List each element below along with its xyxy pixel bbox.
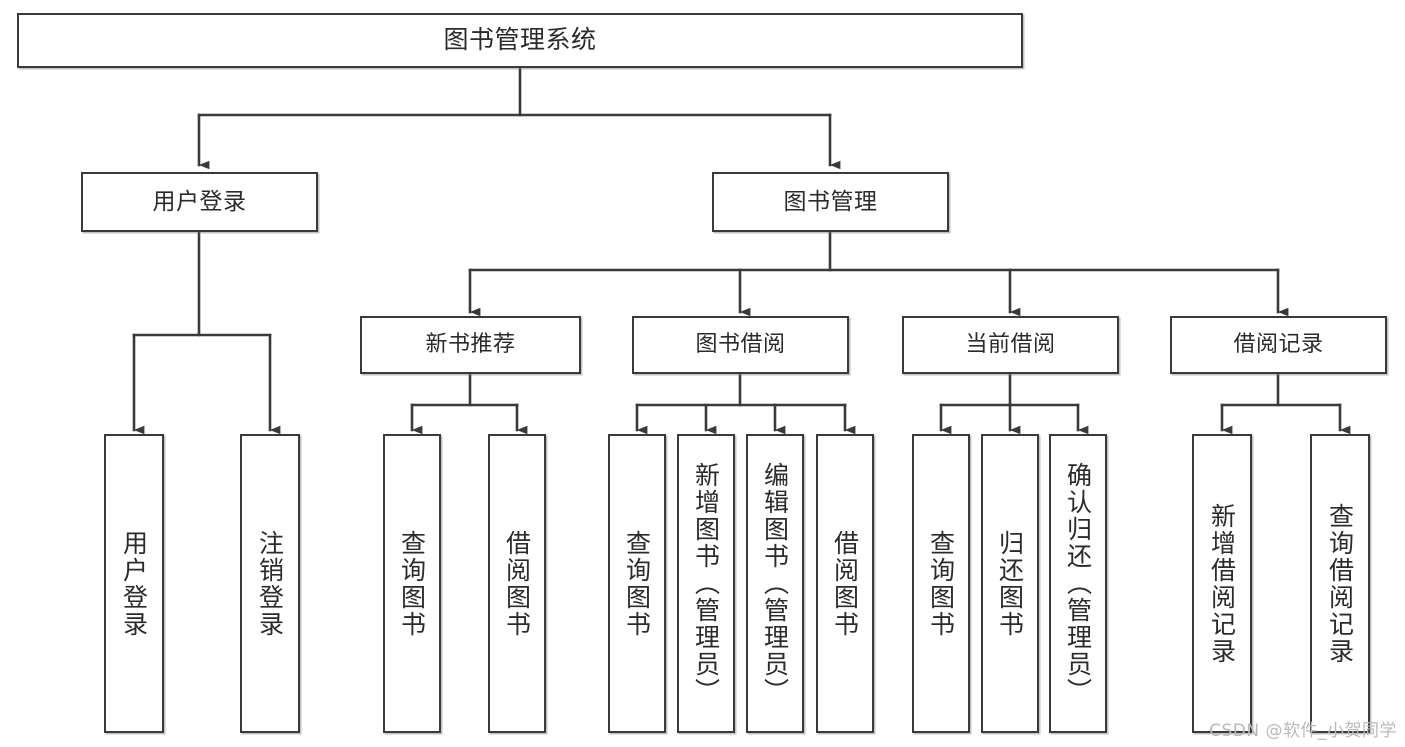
node-label: 确认归还（管理员）	[1063, 462, 1093, 705]
node-label: 借阅图书	[502, 529, 532, 638]
leaf-query-book-borrow[interactable]: 查询图书	[608, 434, 666, 733]
node-label: 用户登录	[119, 529, 149, 638]
node-new-book-recommend[interactable]: 新书推荐	[360, 316, 581, 374]
node-label: 图书借阅	[695, 332, 786, 358]
leaf-return-book[interactable]: 归还图书	[981, 434, 1039, 733]
node-label: 借阅图书	[830, 529, 860, 638]
leaf-user-login[interactable]: 用户登录	[104, 434, 164, 733]
node-user-login[interactable]: 用户登录	[81, 172, 318, 232]
node-label: 新书推荐	[425, 332, 516, 358]
leaf-add-book-admin[interactable]: 新增图书（管理员）	[677, 434, 735, 733]
node-label: 图书管理	[783, 188, 878, 215]
node-label: 查询借阅记录	[1325, 502, 1355, 665]
leaf-edit-book-admin[interactable]: 编辑图书（管理员）	[746, 434, 804, 733]
node-book-management[interactable]: 图书管理	[712, 172, 949, 232]
leaf-query-book-recommend[interactable]: 查询图书	[383, 434, 441, 733]
node-label: 当前借阅	[965, 332, 1056, 358]
node-label: 编辑图书（管理员）	[760, 462, 790, 705]
node-label: 新增图书（管理员）	[691, 462, 721, 705]
csdn-watermark: CSDN @软件_小贺同学	[1209, 721, 1397, 741]
leaf-borrow-book-recommend[interactable]: 借阅图书	[488, 434, 546, 733]
node-label: 查询图书	[926, 529, 956, 638]
node-label: 用户登录	[152, 188, 247, 215]
leaf-query-book-current[interactable]: 查询图书	[912, 434, 970, 733]
node-label: 查询图书	[622, 529, 652, 638]
node-borrow-record[interactable]: 借阅记录	[1170, 316, 1387, 374]
node-label: 新增借阅记录	[1207, 502, 1237, 665]
node-current-borrow[interactable]: 当前借阅	[902, 316, 1119, 374]
leaf-add-borrow-record[interactable]: 新增借阅记录	[1192, 434, 1252, 733]
node-label: 图书管理系统	[443, 25, 597, 55]
leaf-borrow-book[interactable]: 借阅图书	[816, 434, 874, 733]
leaf-confirm-return-admin[interactable]: 确认归还（管理员）	[1049, 434, 1107, 733]
node-root-system[interactable]: 图书管理系统	[17, 13, 1023, 68]
node-label: 查询图书	[397, 529, 427, 638]
leaf-logout[interactable]: 注销登录	[240, 434, 300, 733]
leaf-query-borrow-record[interactable]: 查询借阅记录	[1310, 434, 1370, 733]
node-label: 归还图书	[995, 529, 1025, 638]
node-label: 注销登录	[255, 529, 285, 638]
node-book-borrow[interactable]: 图书借阅	[632, 316, 849, 374]
node-label: 借阅记录	[1233, 332, 1324, 358]
